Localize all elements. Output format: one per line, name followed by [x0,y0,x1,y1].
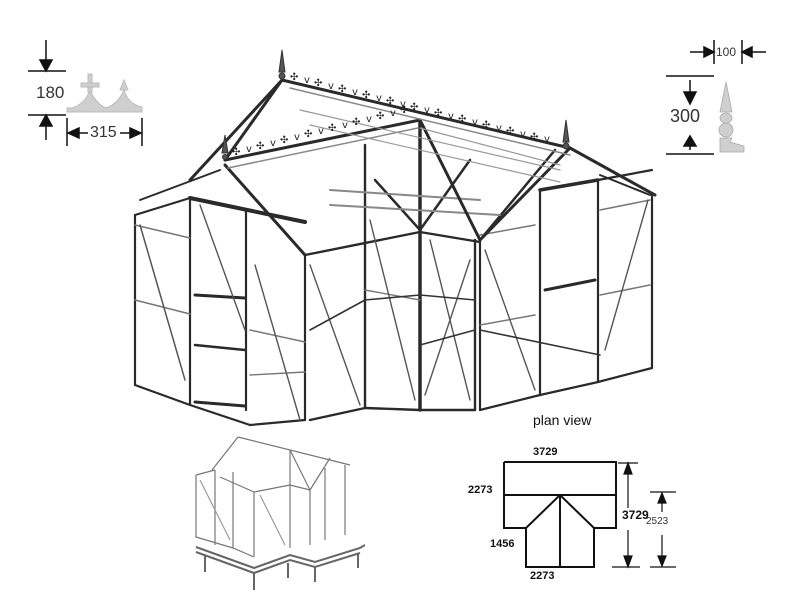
finial-width-label: 100 [716,45,737,59]
svg-text:ⅴ: ⅴ [246,144,252,155]
svg-text:ⅴ: ⅴ [366,114,372,125]
svg-text:✣: ✣ [376,111,384,122]
svg-text:✣: ✣ [434,108,442,119]
svg-text:✣: ✣ [338,84,346,95]
plan-left-depth-label: 2273 [468,484,493,496]
svg-text:ⅴ: ⅴ [318,126,324,137]
svg-text:✣: ✣ [256,141,264,152]
svg-text:✣: ✣ [280,135,288,146]
cresting-ornament [66,73,143,113]
center-gable-frame [223,118,557,422]
svg-text:✣: ✣ [458,114,466,125]
svg-text:✣: ✣ [410,102,418,113]
finial-tops [221,49,570,160]
svg-text:✣: ✣ [386,96,394,107]
finial-height-label: 300 [670,106,701,126]
finial-ornament [718,81,745,153]
left-wing-frame [133,169,307,427]
plan-top-width-label: 3729 [533,446,558,458]
svg-text:✣: ✣ [290,72,298,83]
roof-ridges [188,78,657,242]
cresting-glyphs: ✣ⅴ✣ⅴ ✣ⅴ✣ⅴ ✣ⅴ✣ⅴ ✣ⅴ✣ⅴ ✣ⅴ✣ⅴ ✣ⅴ ✣ⅴ✣ⅴ ✣ⅴ✣ⅴ ✣ⅴ… [232,72,550,158]
plan-leg-total-label: 2523 [646,516,669,527]
svg-text:ⅴ: ⅴ [472,117,478,128]
svg-text:ⅴ: ⅴ [294,132,300,143]
svg-text:ⅴ: ⅴ [496,123,502,134]
svg-text:✣: ✣ [400,105,408,116]
floor-back-lines [309,294,601,356]
plan-dimension-lines [612,461,676,569]
svg-text:ⅴ: ⅴ [424,105,430,116]
svg-text:✣: ✣ [530,132,538,143]
svg-text:ⅴ: ⅴ [520,129,526,140]
svg-text:ⅴ: ⅴ [304,75,310,86]
svg-text:ⅴ: ⅴ [448,111,454,122]
plan-view-title: plan view [533,412,592,428]
svg-text:✣: ✣ [232,147,240,158]
svg-text:ⅴ: ⅴ [390,108,396,119]
svg-text:✣: ✣ [314,78,322,89]
svg-text:ⅴ: ⅴ [342,120,348,131]
svg-text:✣: ✣ [304,129,312,140]
svg-text:ⅴ: ⅴ [352,87,358,98]
svg-text:ⅴ: ⅴ [400,99,406,110]
svg-text:ⅴ: ⅴ [270,138,276,149]
cresting-height-label: 180 [36,83,65,102]
svg-text:✣: ✣ [352,117,360,128]
plan-leg-depth-label: 1456 [490,538,515,550]
svg-text:ⅴ: ⅴ [544,134,550,145]
cresting-width-label: 315 [90,124,117,141]
plan-bottom-width-label: 2273 [530,570,555,582]
svg-text:✣: ✣ [482,120,490,131]
svg-text:✣: ✣ [362,90,370,101]
plan-total-depth-label: 3729 [622,508,649,522]
right-wing-frame [478,168,654,412]
svg-text:✣: ✣ [328,123,336,134]
plan-outline [503,461,617,568]
svg-text:ⅴ: ⅴ [376,93,382,104]
svg-text:ⅴ: ⅴ [328,81,334,92]
svg-text:✣: ✣ [506,126,514,137]
